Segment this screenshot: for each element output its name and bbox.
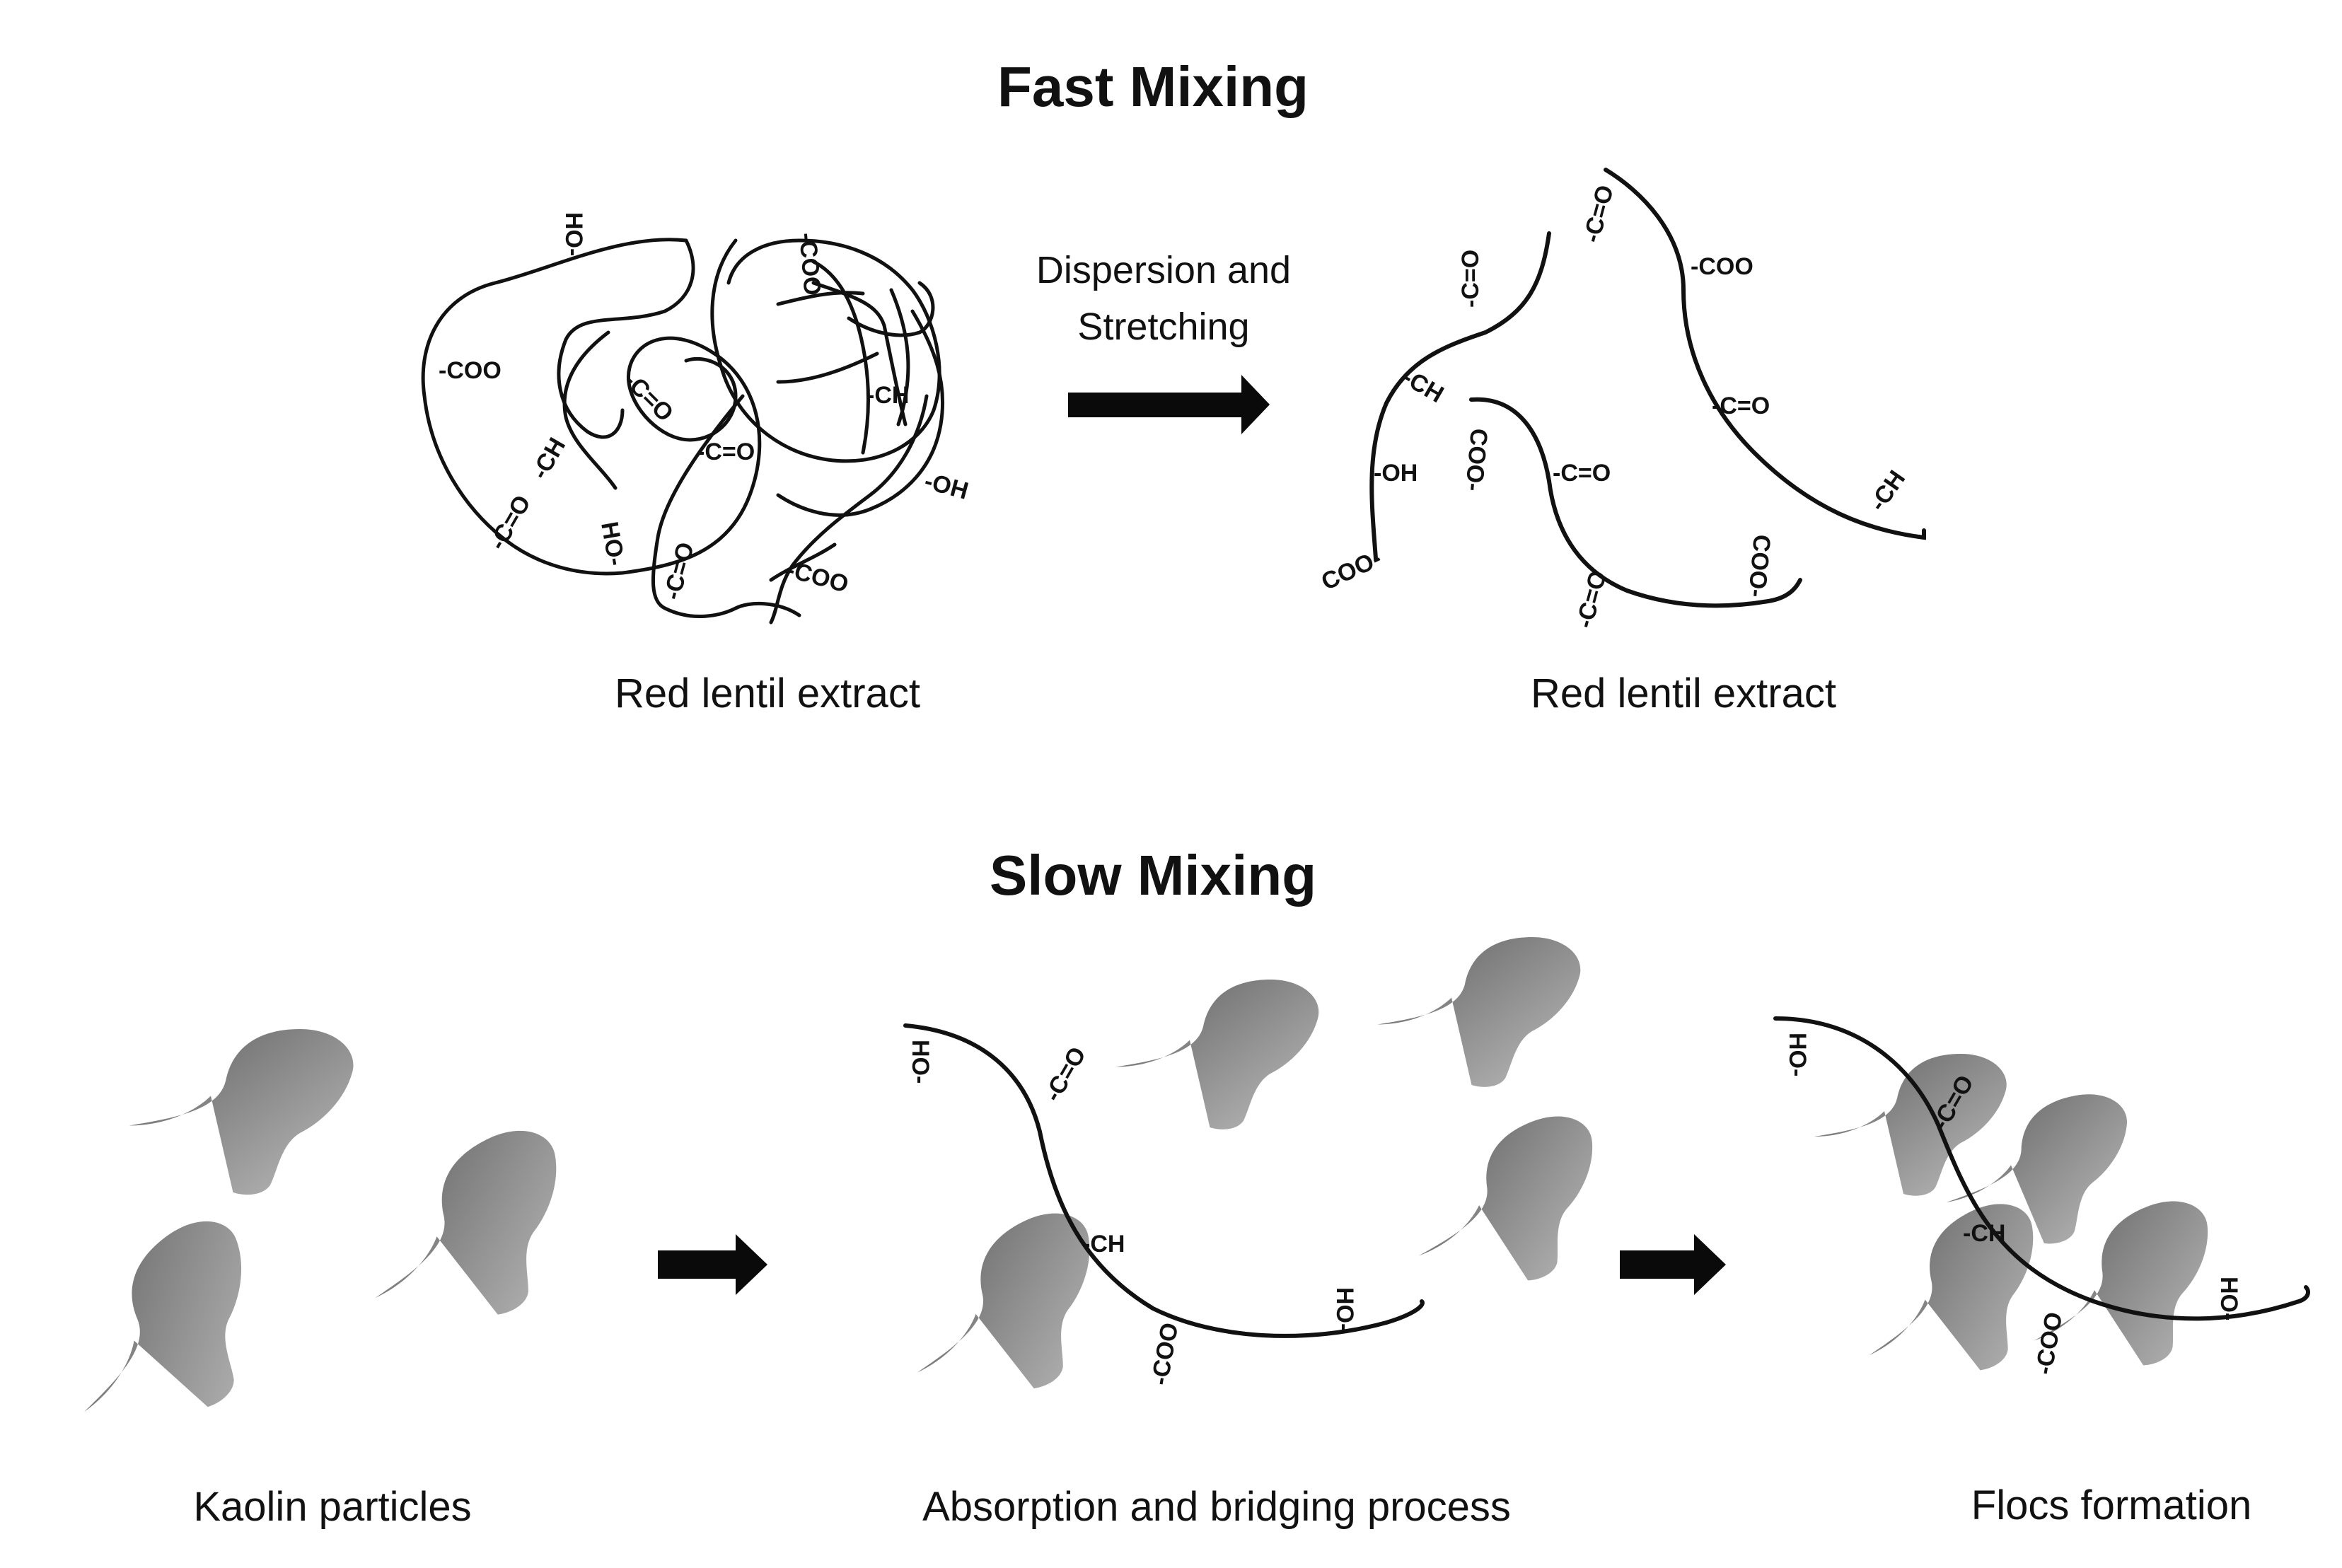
fast-mixing-title: Fast Mixing [997, 55, 1309, 118]
group-label: -C=O [659, 540, 700, 603]
group-label: HO- [2215, 1277, 2242, 1320]
group-label: -C=O [1457, 250, 1484, 308]
group-label: -COO [794, 231, 826, 296]
bridging-caption: Absorption and bridging process [922, 1484, 1511, 1530]
kaolin-particles-group [28, 1029, 608, 1469]
group-label: -CH [866, 382, 909, 409]
slow-mixing-title: Slow Mixing [990, 844, 1316, 907]
left-extract-caption: Red lentil extract [615, 670, 920, 716]
group-label: -C=O [1578, 182, 1619, 245]
kaolin-particle [129, 1029, 354, 1195]
bridging-chain [903, 1023, 1425, 1338]
group-label: -CH [1864, 465, 1911, 516]
stretched-chain-groups: -C=O -COO -C=O -CH -C=O -OH COO- -C=O -C… [1317, 182, 1911, 631]
group-label: -C=O [1553, 460, 1611, 487]
group-label: HO- [596, 520, 630, 568]
group-label: -COO [2030, 1310, 2068, 1376]
tangled-extract-chain [421, 238, 945, 625]
group-label: -OH [1374, 460, 1418, 487]
kaolin-particle [334, 1115, 608, 1361]
arrow-label-line-1: Dispersion and [1036, 249, 1291, 291]
dispersion-arrow: Dispersion and Stretching [1036, 249, 1291, 434]
group-label: -C=O [697, 439, 755, 465]
right-arrow-icon [658, 1234, 767, 1295]
group-label: -CH [1963, 1220, 2005, 1247]
group-label: HO- [907, 1040, 934, 1084]
group-label: COO- [1460, 427, 1492, 492]
group-label: -CH [1082, 1231, 1125, 1258]
right-extract-caption: Red lentil extract [1531, 670, 1836, 716]
right-arrow-icon [1620, 1234, 1726, 1295]
kaolin-particle [28, 1204, 308, 1469]
flocs-caption: Flocs formation [1971, 1482, 2251, 1528]
flocs-particles-group [1814, 1054, 2247, 1412]
group-label: COO- [1743, 533, 1775, 598]
group-label: HO- [560, 212, 587, 256]
group-label: -OH [922, 468, 971, 505]
group-label: -C=O [484, 491, 536, 554]
group-label: -COO [784, 556, 852, 598]
kaolin-particle [1814, 1054, 2007, 1196]
group-label: -C=O [1712, 393, 1770, 419]
group-label: -COO [439, 357, 502, 384]
kaolin-particle [1377, 937, 1581, 1087]
group-label: -COO [1146, 1320, 1183, 1387]
group-label: -COO [1691, 253, 1753, 280]
group-label: -CH [526, 434, 571, 484]
arrow-label-line-2: Stretching [1077, 306, 1249, 348]
right-arrow-icon [1068, 375, 1270, 434]
group-label: -C=O [1571, 568, 1612, 631]
group-label: HO- [1784, 1033, 1811, 1076]
stretched-extract-chains [1369, 168, 1926, 608]
bridging-particles-group [878, 937, 1631, 1432]
group-label: COO- [1317, 545, 1386, 596]
kaolin-particle [1389, 1104, 1631, 1315]
group-label: -C=O [1039, 1043, 1091, 1106]
group-label: HO- [1331, 1287, 1358, 1331]
kaolin-particles-caption: Kaolin particles [193, 1484, 471, 1530]
kaolin-particle [1115, 980, 1319, 1129]
flocs-chain [1773, 1016, 2310, 1321]
group-label: -CH [1398, 364, 1448, 408]
